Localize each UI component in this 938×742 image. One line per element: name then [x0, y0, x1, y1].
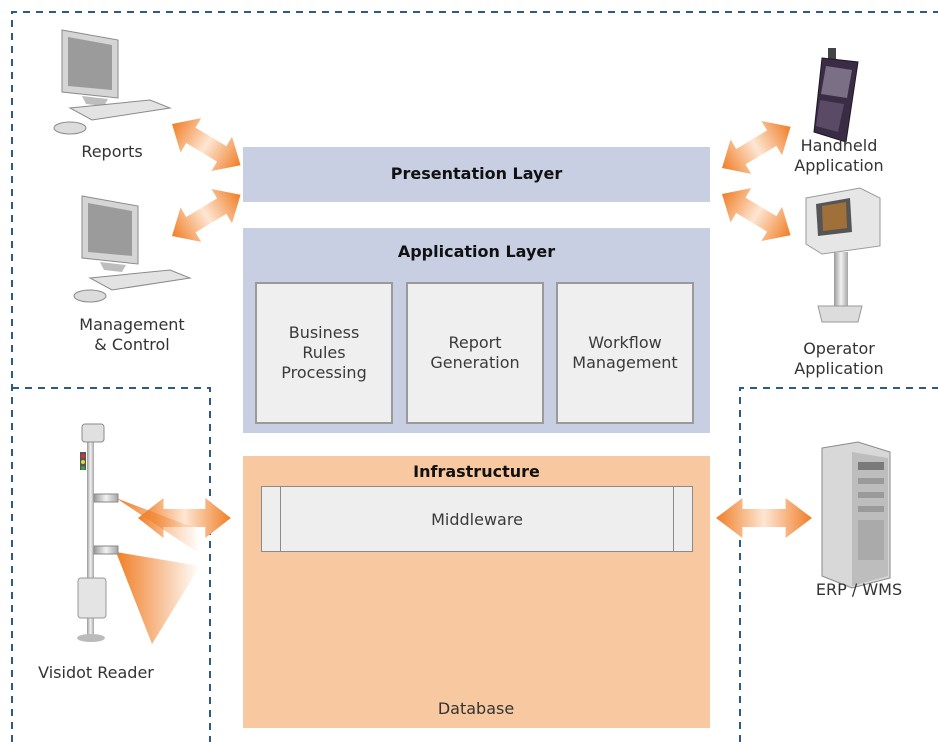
middleware-box: Middleware: [261, 486, 693, 552]
management-label: Management & Control: [79, 315, 185, 354]
report-generation-module: Report Generation: [406, 282, 544, 424]
presentation-layer-title: Presentation Layer: [390, 164, 563, 183]
operator-label: Operator Application: [794, 339, 884, 378]
handheld-label: Handheld Application: [794, 136, 884, 175]
erp-arrow: [716, 498, 812, 538]
operator-arrow: [711, 176, 801, 253]
middleware-label: Middleware: [280, 487, 674, 551]
reports-label: Reports: [81, 142, 143, 161]
management-arrow: [161, 177, 251, 254]
operator-kiosk-icon: [805, 187, 881, 323]
database-label: Database: [437, 699, 515, 718]
workflow-management-module: Workflow Management: [556, 282, 694, 424]
presentation-layer: Presentation Layer: [243, 147, 710, 202]
visidot-reader-icon: [77, 423, 200, 644]
application-layer-title: Application Layer: [397, 242, 556, 261]
application-layer: Application Layer Business Rules Process…: [243, 228, 710, 433]
reports-arrow: [161, 106, 251, 183]
infrastructure-layer: Infrastructure Middleware Database: [243, 456, 710, 728]
infrastructure-title: Infrastructure: [413, 462, 540, 481]
server-tower-icon: [821, 441, 891, 589]
visidot-reader-label: Visidot Reader: [38, 663, 154, 682]
dashed-boundary: [11, 11, 938, 742]
computer-icon-management: [73, 195, 192, 303]
business-rules-module: Business Rules Processing: [255, 282, 393, 424]
handheld-device-icon: [813, 48, 859, 143]
erp-wms-label: ERP / WMS: [815, 580, 903, 599]
computer-icon-reports: [53, 29, 172, 135]
